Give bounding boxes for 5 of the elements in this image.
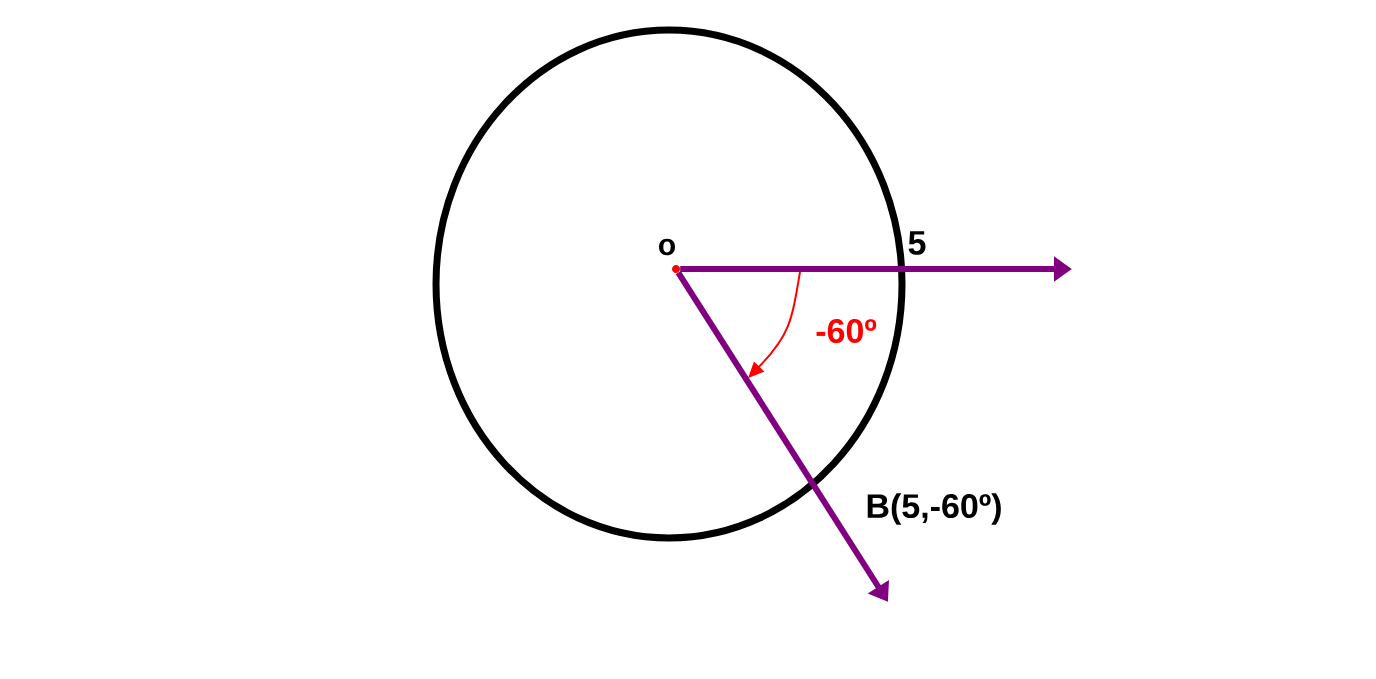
point-label: B(5,-60º) [867, 493, 1001, 525]
radius-label: 5 [908, 231, 926, 255]
angle-label: -60º [816, 318, 877, 344]
origin-point [672, 265, 680, 273]
point-label: o [659, 238, 675, 256]
